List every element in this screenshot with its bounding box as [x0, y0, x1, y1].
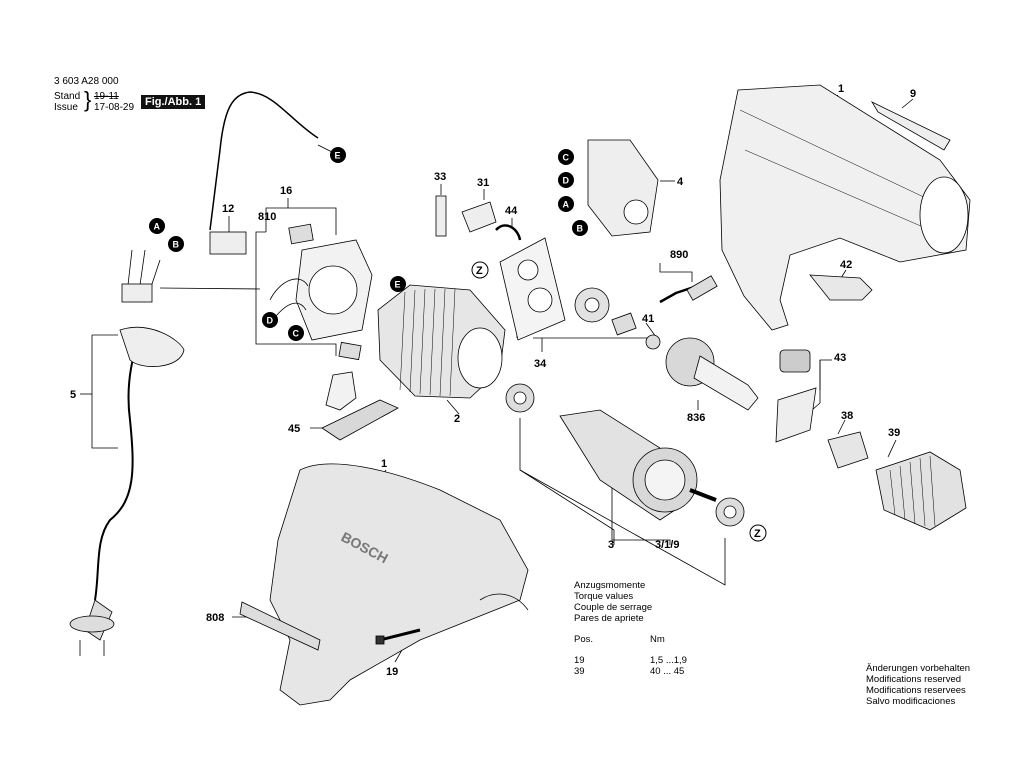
marker-b-switch [572, 220, 588, 236]
torque-row-pos: 19 [574, 655, 585, 666]
part-label-41: 41 [642, 313, 654, 325]
torque-title-fr: Couple de serrage [574, 602, 653, 613]
marker-e-cord-label: E [335, 151, 341, 161]
marker-c-switch-label: C [563, 153, 570, 163]
part-label-33: 33 [434, 171, 446, 183]
part-label-3-1-9: 3/1/9 [655, 539, 679, 551]
part-label-44: 44 [505, 205, 518, 217]
stand-label: Stand [54, 91, 81, 102]
torque-title-de: Anzugsmomente [574, 580, 646, 591]
part-label-890: 890 [670, 249, 688, 261]
part-label-9: 9 [910, 88, 916, 100]
stand-value: 19-11 [94, 91, 119, 102]
torque-table: Anzugsmomente Torque values Couple de se… [574, 580, 687, 677]
marker-e-stator-label: E [395, 280, 401, 290]
part-label-34: 34 [534, 358, 547, 370]
marker-e-stator [390, 276, 406, 292]
note-fr: Modifications reservees [866, 685, 966, 696]
part-label-836: 836 [687, 412, 705, 424]
part-label-12: 12 [222, 203, 234, 215]
marker-d-brush-label: D [267, 316, 274, 326]
part-label-38: 38 [841, 410, 853, 422]
brace-glyph: } [84, 87, 92, 112]
part-label-31: 31 [477, 177, 489, 189]
marker-z-bottom [749, 524, 767, 542]
part-label-1-bottom: 1 [381, 458, 387, 470]
doc-number: 3 603 A28 000 [54, 76, 119, 87]
marker-a-switch [558, 196, 574, 212]
torque-row-nm: 40 ... 45 [650, 666, 685, 677]
note-de: Änderungen vorbehalten [866, 663, 971, 674]
marker-z-top [471, 261, 489, 279]
part-label-43: 43 [834, 352, 846, 364]
torque-row-pos: 39 [574, 666, 585, 677]
part-label-45: 45 [288, 423, 300, 435]
torque-title-en: Torque values [574, 591, 634, 602]
torque-col-pos: Pos. [574, 634, 594, 645]
part-label-810: 810 [258, 211, 276, 223]
marker-a-switch-label: A [563, 200, 570, 210]
marker-b-switch-label: B [577, 224, 584, 234]
figure-label: Fig./Abb. 1 [141, 95, 206, 109]
issue-label: Issue [54, 102, 78, 113]
torque-row: 19 1,5 ...1,9 [574, 655, 687, 666]
modification-notes: Änderungen vorbehalten Modifications res… [866, 663, 970, 707]
marker-c-switch [558, 149, 574, 165]
part-label-4: 4 [677, 176, 684, 188]
part-label-42: 42 [840, 259, 852, 271]
part-label-39: 39 [888, 427, 900, 439]
marker-b-cord [168, 236, 184, 252]
part-label-2: 2 [454, 413, 460, 425]
marker-d-switch [558, 172, 574, 188]
marker-d-switch-label: D [563, 176, 570, 186]
marker-c-brush [288, 325, 304, 341]
marker-z-top-label: Z [476, 265, 483, 277]
torque-row: 39 40 ... 45 [574, 666, 687, 677]
marker-c-brush-label: C [293, 329, 300, 339]
issue-value: 17-08-29 [94, 102, 135, 113]
torque-title-es: Pares de apriete [574, 613, 644, 624]
part-label-1-top: 1 [838, 83, 844, 95]
part-label-3: 3 [608, 539, 614, 551]
marker-b-cord-label: B [173, 240, 180, 250]
marker-a-cord [149, 218, 165, 234]
torque-col-nm: Nm [650, 634, 665, 645]
part-label-5: 5 [70, 389, 76, 401]
marker-d-brush [262, 312, 278, 328]
torque-header-row: Pos. Nm [574, 634, 687, 645]
note-en: Modifications reserved [866, 674, 962, 685]
marker-e-cord [330, 147, 346, 163]
torque-row-nm: 1,5 ...1,9 [650, 655, 687, 666]
part-label-808: 808 [206, 612, 224, 624]
note-es: Salvo modificaciones [866, 696, 956, 707]
part-label-19: 19 [386, 666, 398, 678]
part-label-16: 16 [280, 185, 292, 197]
marker-z-bottom-label: Z [754, 528, 761, 540]
marker-a-cord-label: A [154, 222, 161, 232]
